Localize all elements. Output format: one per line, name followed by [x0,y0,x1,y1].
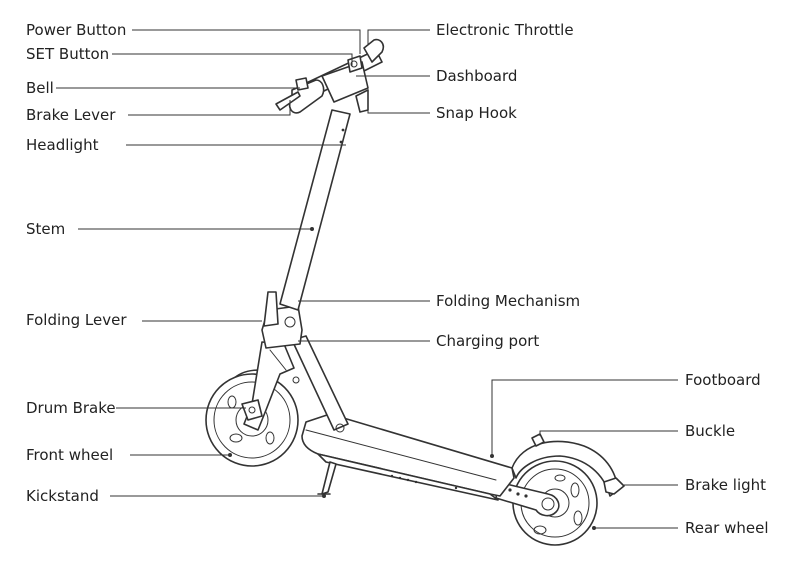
label-folding-mechanism: Folding Mechanism [436,292,580,310]
label-headlight: Headlight [26,136,99,154]
label-bell: Bell [26,79,54,97]
snap-hook-drawing [355,89,369,113]
label-drum-brake: Drum Brake [26,399,116,417]
label-brake-light: Brake light [685,476,766,494]
label-buckle: Buckle [685,422,735,440]
drum-brake-drawing [241,399,263,421]
kickstand-drawing [321,461,337,495]
stem-drawing [279,109,351,311]
deck-underside [317,453,499,501]
label-rear-wheel: Rear wheel [685,519,769,537]
label-front-wheel: Front wheel [26,446,113,464]
label-snap-hook: Snap Hook [436,104,517,122]
label-power-button: Power Button [26,21,126,39]
bell-drawing [295,77,309,91]
label-set-button: SET Button [26,45,109,63]
label-footboard: Footboard [685,371,761,389]
scooter-illustration [205,38,625,546]
folding-lever-drawing [263,291,279,327]
buckle-drawing [531,433,545,447]
label-stem: Stem [26,220,65,238]
label-folding-lever: Folding Lever [26,311,127,329]
leader-lines [56,29,678,530]
deck [301,413,515,497]
label-charging-port: Charging port [436,332,539,350]
down-tube [291,335,349,431]
right-grip [363,38,385,63]
label-brake-lever: Brake Lever [26,106,116,124]
label-electronic-throttle: Electronic Throttle [436,21,574,39]
label-kickstand: Kickstand [26,487,99,505]
brake-light-drawing [603,477,625,495]
labels: Power Button SET Button Bell Brake Lever… [26,21,769,537]
brake-lever-drawing [275,91,301,111]
label-dashboard: Dashboard [436,67,517,85]
